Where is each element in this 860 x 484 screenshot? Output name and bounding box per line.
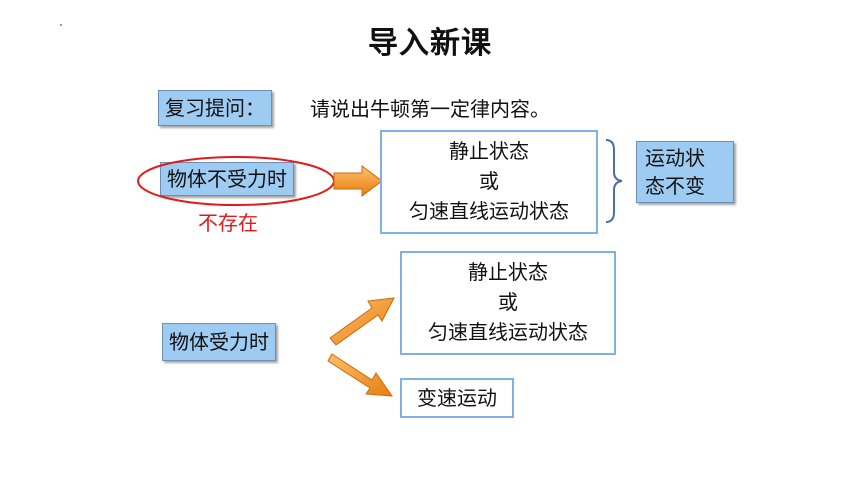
highlight-ellipse [137,156,335,206]
review-question: 请说出牛顿第一定律内容。 [310,97,550,121]
state-uniform: 匀速直线运动状态 [428,320,588,344]
result-line-2: 态不变 [645,174,705,198]
review-label: 复习提问： [158,90,272,126]
arrow-up-right-icon [329,297,395,346]
arrow-right-icon [333,165,383,197]
state-uniform: 匀速直线运动状态 [409,199,569,223]
result-line-1: 运动状 [645,146,705,170]
corner-dot [60,24,62,26]
state-rest: 静止状态 [449,139,529,163]
motion-unchanged-box: 运动状 态不变 [636,141,734,203]
not-exist-note: 不存在 [198,211,258,235]
no-force-states-box: 静止状态 或 匀速直线运动状态 [380,130,598,234]
with-force-states-box: 静止状态 或 匀速直线运动状态 [400,251,616,355]
state-rest: 静止状态 [468,260,548,284]
with-force-label: 物体受力时 [162,323,276,361]
arrow-down-right-icon [327,353,394,397]
right-brace-icon [605,139,623,223]
state-or: 或 [479,169,499,193]
state-or: 或 [498,290,518,314]
variable-motion-box: 变速运动 [400,378,514,418]
no-force-label: 物体不受力时 [160,162,294,196]
page-title: 导入新课 [368,26,492,61]
